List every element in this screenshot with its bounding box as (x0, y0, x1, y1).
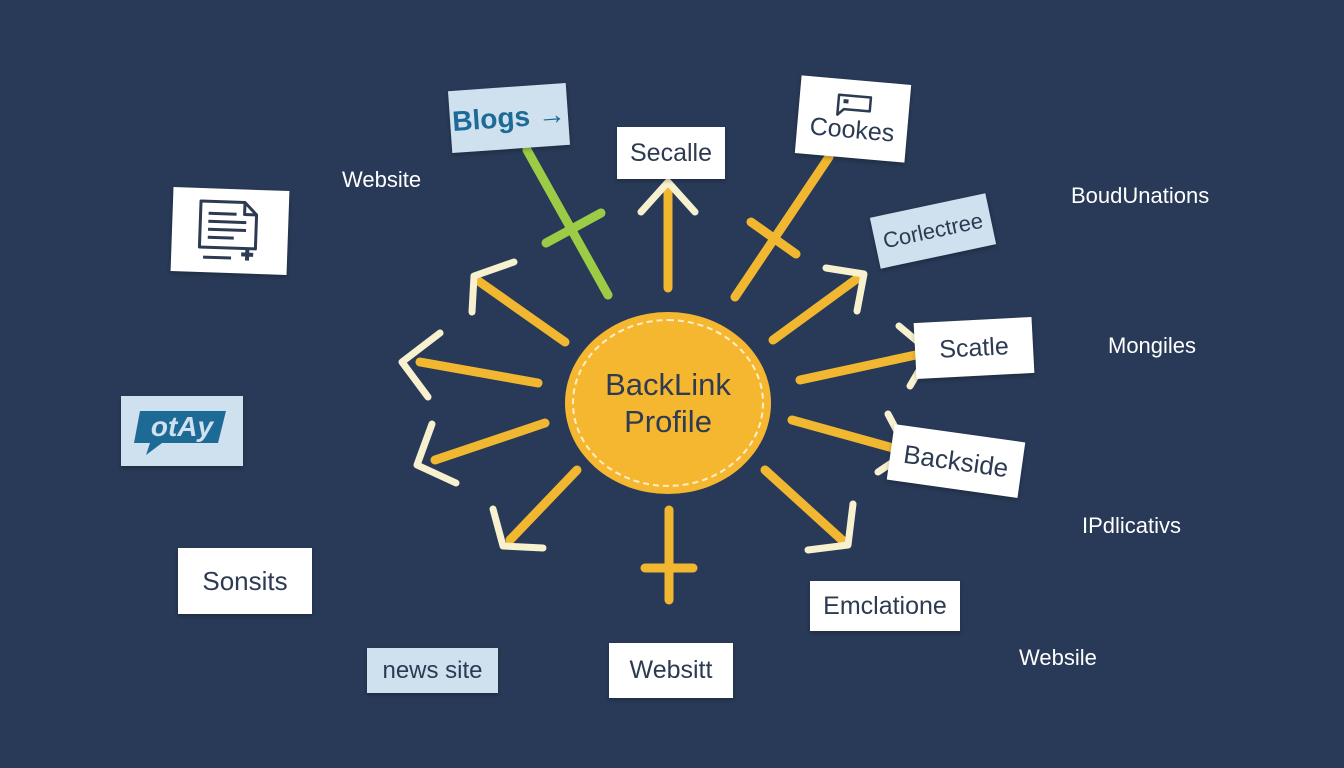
card-scatle-label: Scatle (938, 331, 1010, 364)
label-ipdlicativs: IPdlicativs (1082, 513, 1182, 538)
card-otay-label: otAy (150, 411, 214, 442)
arrow-to-websitt (640, 505, 698, 605)
arrow-to-emclatione (760, 465, 857, 554)
card-cookies: Cookes (794, 75, 912, 163)
card-websitt: Websitt (609, 643, 733, 698)
label-website-top: Website (342, 167, 422, 192)
card-secalle: Secalle (617, 127, 725, 179)
arrow-to-bottom-left (489, 465, 582, 552)
arrow-to-left-lower (413, 418, 550, 487)
chat-bubble-icon (134, 411, 226, 455)
card-document (170, 187, 290, 275)
card-sonsits: Sonsits (178, 548, 312, 614)
card-backside-label: Backside (901, 438, 1011, 483)
card-sonsits-label: Sonsits (202, 565, 288, 596)
arrow-to-upper-left (468, 258, 570, 347)
chat-window-icon (836, 92, 873, 116)
arrow-to-cookies (730, 152, 834, 302)
arrow-to-left (398, 329, 543, 401)
card-corlectree-label: Corlectree (880, 207, 986, 254)
card-news-site-label: news site (382, 656, 483, 684)
label-websile: Websile (1019, 645, 1097, 670)
card-scatle: Scatle (913, 316, 1035, 380)
card-emclatione: Emclatione (810, 581, 960, 631)
arrow-to-corlectree (768, 264, 868, 345)
card-otay: otAy (121, 396, 243, 466)
card-blogs-label: Blogs → (451, 98, 567, 137)
arrow-to-scatle (795, 322, 934, 390)
label-mongiles: Mongiles (1108, 333, 1197, 358)
document-icon (197, 199, 259, 261)
arrow-to-blogs (522, 145, 613, 300)
card-secalle-label: Secalle (630, 138, 712, 167)
arrow-to-secalle (637, 178, 699, 293)
card-blogs: Blogs → (447, 82, 571, 154)
label-boudunations: BoudUnations (1071, 183, 1210, 208)
card-news-site: news site (367, 648, 498, 693)
hub-title: BackLink Profile (605, 366, 731, 439)
card-emclatione-label: Emclatione (823, 591, 947, 620)
card-websitt-label: Websitt (629, 656, 713, 684)
card-cookies-label: Cookes (808, 111, 896, 148)
backlink-profile-hub: BackLink Profile (565, 312, 771, 494)
